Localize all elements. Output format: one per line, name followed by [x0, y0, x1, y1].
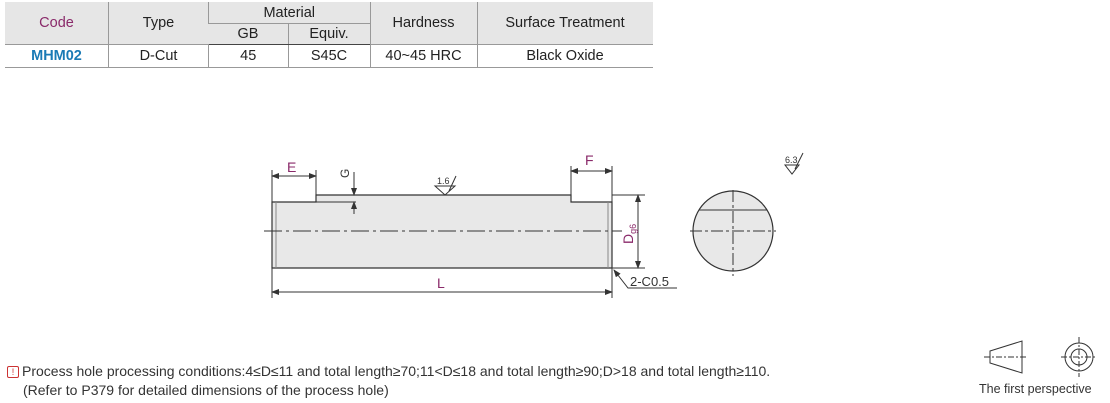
cell-hardness: 40~45 HRC — [369, 44, 477, 68]
table-row: MHM02 D-Cut 45 S45C 40~45 HRC Black Oxid… — [5, 44, 653, 68]
header-type: Type — [108, 2, 209, 45]
header-code: Code — [5, 2, 109, 45]
cell-equiv: S45C — [287, 44, 370, 68]
cell-code: MHM02 — [5, 44, 109, 68]
note-line-1: Process hole processing conditions:4≤D≤1… — [22, 363, 771, 379]
label-chamfer: 2-C0.5 — [630, 274, 669, 289]
label-L: L — [437, 275, 445, 291]
cell-surface: Black Oxide — [476, 44, 653, 68]
label-G: G — [338, 169, 352, 178]
note-line-2: (Refer to P379 for detailed dimensions o… — [23, 382, 389, 398]
shaft-end-view — [690, 190, 776, 276]
label-D: Dg6 — [620, 224, 638, 244]
label-E: E — [287, 159, 296, 175]
spec-table: Code Type Material Hardness Surface Trea… — [5, 2, 653, 68]
roughness-6-3: 6.3 — [785, 155, 798, 165]
header-equiv: Equiv. — [287, 23, 370, 45]
perspective-label: The first perspective — [979, 382, 1092, 396]
header-hardness: Hardness — [369, 2, 477, 45]
roughness-1-6: 1.6 — [437, 176, 450, 186]
header-surface: Surface Treatment — [476, 2, 653, 45]
first-angle-projection-icon — [984, 337, 1097, 377]
cell-type: D-Cut — [108, 44, 209, 68]
process-hole-note: !Process hole processing conditions:4≤D≤… — [7, 362, 770, 400]
shaft-side-view — [264, 194, 622, 269]
dimension-lines — [271, 152, 804, 298]
header-material: Material — [208, 2, 370, 24]
cell-gb: 45 — [208, 44, 288, 68]
warning-icon: ! — [7, 366, 19, 378]
header-gb: GB — [208, 23, 288, 45]
label-F: F — [585, 152, 594, 168]
